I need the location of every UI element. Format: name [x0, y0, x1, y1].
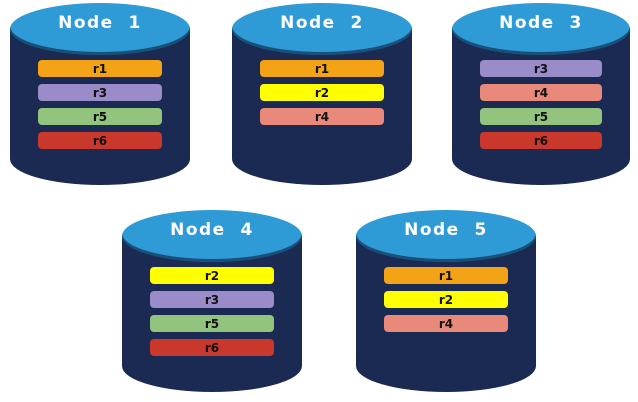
replica-bar[interactable]: r4: [479, 84, 603, 101]
node-title-label: Node 5: [404, 220, 488, 240]
cylinder-bottom-ellipse: [356, 340, 536, 392]
replica-bar[interactable]: r3: [479, 60, 603, 77]
replica-bar[interactable]: r6: [149, 339, 275, 356]
replica-bar[interactable]: r2: [383, 291, 509, 308]
replica-bar[interactable]: r3: [149, 291, 275, 308]
node-title-label: Node 3: [499, 13, 583, 33]
replica-bar[interactable]: r1: [37, 60, 163, 77]
replica-list: r2 r3 r5 r6: [122, 267, 302, 356]
replica-list: r1 r3 r5 r6: [10, 60, 190, 149]
database-node-cylinder[interactable]: Node 2 r1 r2 r4: [232, 3, 412, 185]
replica-bar[interactable]: r1: [259, 60, 385, 77]
cylinder-top-ellipse: [232, 3, 412, 55]
replica-bar[interactable]: r5: [479, 108, 603, 125]
node-title-label: Node 4: [170, 220, 254, 240]
replica-bar[interactable]: r6: [37, 132, 163, 149]
replica-bar[interactable]: r2: [259, 84, 385, 101]
database-node-cylinder[interactable]: Node 5 r1 r2 r4: [356, 210, 536, 392]
cylinder-top-ellipse: [122, 210, 302, 262]
database-node-cylinder[interactable]: Node 1 r1 r3 r5 r6: [10, 3, 190, 185]
cylinder-bottom-ellipse: [232, 133, 412, 185]
replica-bar[interactable]: r5: [37, 108, 163, 125]
cylinder-top-ellipse: [10, 3, 190, 55]
replica-list: r3 r4 r5 r6: [452, 60, 630, 149]
cylinder-top-ellipse: [452, 3, 630, 55]
replica-bar[interactable]: r1: [383, 267, 509, 284]
replica-bar[interactable]: r2: [149, 267, 275, 284]
replica-list: r1 r2 r4: [232, 60, 412, 125]
node-title-label: Node 1: [58, 13, 142, 33]
database-node-cylinder[interactable]: Node 3 r3 r4 r5 r6: [452, 3, 630, 185]
replica-bar[interactable]: r3: [37, 84, 163, 101]
replica-list: r1 r2 r4: [356, 267, 536, 332]
replica-bar[interactable]: r6: [479, 132, 603, 149]
database-node-cylinder[interactable]: Node 4 r2 r3 r5 r6: [122, 210, 302, 392]
replica-bar[interactable]: r4: [383, 315, 509, 332]
cylinder-top-ellipse: [356, 210, 536, 262]
node-title-label: Node 2: [280, 13, 364, 33]
replica-bar[interactable]: r4: [259, 108, 385, 125]
replica-bar[interactable]: r5: [149, 315, 275, 332]
